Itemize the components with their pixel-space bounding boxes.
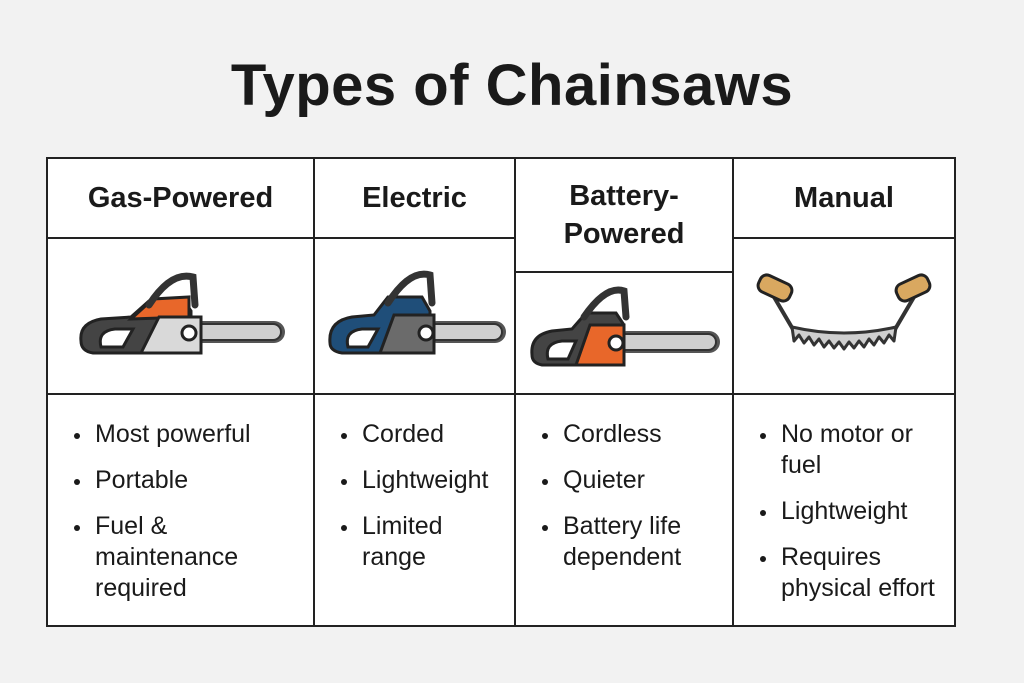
- manual-saw-icon: [734, 239, 954, 395]
- list-item: Requires physical effort: [760, 542, 946, 604]
- feature-list: No motor or fuel Lightweight Requires ph…: [734, 395, 954, 619]
- list-item: Cordless: [542, 419, 724, 450]
- column-heading: Manual: [734, 159, 954, 239]
- column-battery-powered: Battery-Powered Cordless Quieter Battery…: [514, 159, 732, 625]
- gas-chainsaw-icon: [48, 239, 313, 395]
- chainsaw-comparison-table: Gas-Powered Most powerful Portable Fuel …: [46, 157, 956, 627]
- column-heading: Electric: [315, 159, 514, 239]
- feature-list: Cordless Quieter Battery life dependent: [516, 395, 732, 588]
- column-heading: Gas-Powered: [48, 159, 313, 239]
- list-item: Lightweight: [760, 496, 946, 527]
- feature-list: Most powerful Portable Fuel & maintenanc…: [48, 395, 313, 619]
- list-item: Lightweight: [341, 465, 506, 496]
- list-item: Portable: [74, 465, 305, 496]
- column-manual: Manual No motor or fuel Lightweight Requ…: [732, 159, 954, 625]
- column-heading: Battery-Powered: [516, 159, 732, 273]
- column-electric: Electric Corded Lightweight Limited rang…: [313, 159, 514, 625]
- list-item: Battery life dependent: [542, 511, 724, 573]
- column-gas-powered: Gas-Powered Most powerful Portable Fuel …: [48, 159, 313, 625]
- list-item: Corded: [341, 419, 506, 450]
- battery-chainsaw-icon: [516, 273, 732, 395]
- electric-chainsaw-icon: [315, 239, 514, 395]
- list-item: No motor or fuel: [760, 419, 946, 481]
- list-item: Most powerful: [74, 419, 305, 450]
- page-title: Types of Chainsaws: [230, 53, 794, 118]
- feature-list: Corded Lightweight Limited range: [315, 395, 514, 588]
- list-item: Fuel & maintenance required: [74, 511, 305, 604]
- list-item: Limited range: [341, 511, 506, 573]
- list-item: Quieter: [542, 465, 724, 496]
